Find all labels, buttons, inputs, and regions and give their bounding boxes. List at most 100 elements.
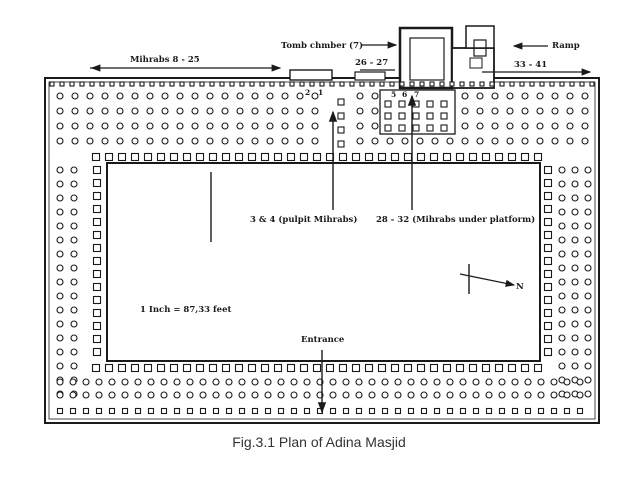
pillar (381, 391, 389, 399)
pillar (569, 81, 575, 87)
pillar (70, 264, 78, 272)
pillar (101, 92, 109, 100)
pillar (355, 378, 363, 386)
pillar (130, 363, 140, 373)
pillar (134, 391, 142, 399)
pillar (273, 363, 283, 373)
pillar (101, 122, 109, 130)
pillar (225, 391, 233, 399)
pillar (147, 378, 155, 386)
pillar (558, 320, 566, 328)
platform-area (379, 89, 456, 135)
pillar (234, 363, 244, 373)
pillar (225, 407, 233, 415)
pillar (485, 378, 493, 386)
pillar (311, 137, 319, 145)
pillar (571, 208, 579, 216)
pillar (551, 122, 559, 130)
pillar (176, 92, 184, 100)
pillar (409, 81, 415, 87)
pillar (186, 378, 194, 386)
pillar (186, 407, 194, 415)
pillar (56, 320, 64, 328)
pillar (481, 363, 491, 373)
pillar (259, 81, 265, 87)
pillar (319, 81, 325, 87)
pillar (208, 152, 218, 162)
mihrab-number-6: 6 (402, 90, 407, 99)
pillar (108, 391, 116, 399)
pillar (264, 391, 272, 399)
pillar (384, 112, 392, 120)
pillar (70, 306, 78, 314)
pillar (563, 378, 571, 386)
pillar (56, 378, 64, 386)
pillar (191, 107, 199, 115)
pillar (195, 363, 205, 373)
pillar (550, 378, 558, 386)
pillar (206, 92, 214, 100)
pillar (70, 320, 78, 328)
pillar (407, 407, 415, 415)
pillar (339, 81, 345, 87)
pillar (551, 92, 559, 100)
top-wall-protrusion (354, 71, 386, 81)
pillar (566, 107, 574, 115)
pillar (56, 180, 64, 188)
pillar (558, 362, 566, 370)
pillar (129, 81, 135, 87)
pillar (147, 391, 155, 399)
pillar (219, 81, 225, 87)
pillar (524, 407, 532, 415)
pillar (521, 92, 529, 100)
pillar (131, 122, 139, 130)
pillar (394, 391, 402, 399)
pillar (558, 264, 566, 272)
pillar (195, 152, 205, 162)
mihrab-number-7: 7 (414, 90, 419, 99)
pillar (91, 152, 101, 162)
pillar (384, 100, 392, 108)
pillar (584, 166, 592, 174)
pillar (543, 178, 553, 188)
pillar (576, 391, 584, 399)
pillar (225, 378, 233, 386)
pillar (506, 92, 514, 100)
pillar (82, 391, 90, 399)
pillar (550, 391, 558, 399)
pillar (199, 378, 207, 386)
pillar (524, 378, 532, 386)
pillar (381, 407, 389, 415)
pillar (579, 81, 585, 87)
pillar (251, 92, 259, 100)
pillar (179, 81, 185, 87)
pillar (117, 152, 127, 162)
pillar (431, 137, 439, 145)
pillar (251, 407, 259, 415)
pillar (446, 407, 454, 415)
pillar (356, 137, 364, 145)
pillar (543, 282, 553, 292)
pillar (56, 407, 64, 415)
pillar (70, 334, 78, 342)
pillar (571, 222, 579, 230)
pillar (491, 107, 499, 115)
pillar (131, 137, 139, 145)
pillar (494, 363, 504, 373)
pillar (476, 122, 484, 130)
pillar (571, 264, 579, 272)
pillar (584, 278, 592, 286)
pillar (433, 378, 441, 386)
pillar (468, 363, 478, 373)
pillar (468, 152, 478, 162)
pillar (173, 391, 181, 399)
pillar (260, 152, 270, 162)
pillar (337, 140, 345, 148)
pillar (543, 217, 553, 227)
pillar (419, 81, 425, 87)
pillar (356, 107, 364, 115)
pillar (290, 391, 298, 399)
pillar (92, 165, 102, 175)
pillar (82, 378, 90, 386)
pillar (558, 348, 566, 356)
